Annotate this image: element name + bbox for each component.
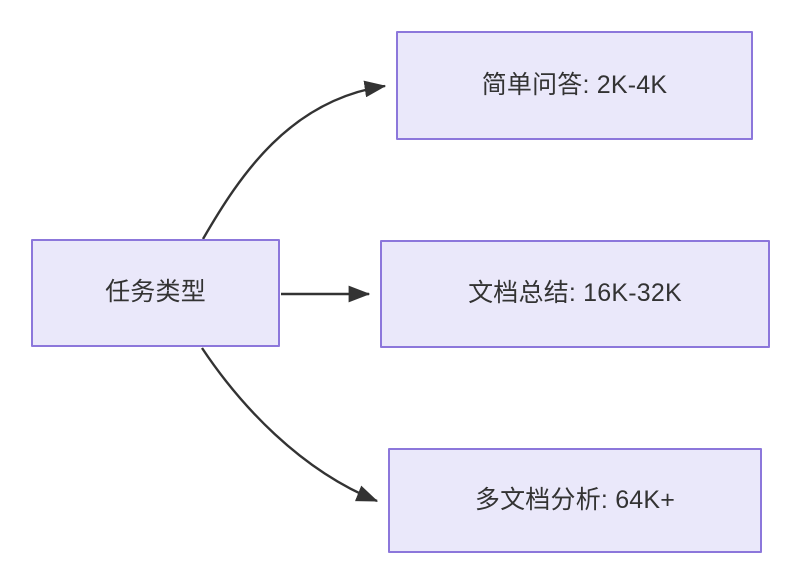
node-multi-doc-label: 多文档分析: 64K+	[474, 485, 676, 514]
node-task-type-label: 任务类型	[105, 278, 206, 307]
edge-task-type-to-multi-doc	[201, 347, 379, 503]
node-doc-summary[interactable]: 文档总结: 16K-32K	[380, 240, 770, 348]
node-simple-qa[interactable]: 简单问答: 2K-4K	[396, 31, 753, 140]
edge-task-type-to-simple-qa	[201, 80, 387, 240]
node-multi-doc[interactable]: 多文档分析: 64K+	[388, 448, 762, 553]
node-doc-summary-label: 文档总结: 16K-32K	[468, 279, 682, 308]
node-task-type[interactable]: 任务类型	[31, 239, 280, 347]
node-simple-qa-label: 简单问答: 2K-4K	[481, 70, 668, 99]
